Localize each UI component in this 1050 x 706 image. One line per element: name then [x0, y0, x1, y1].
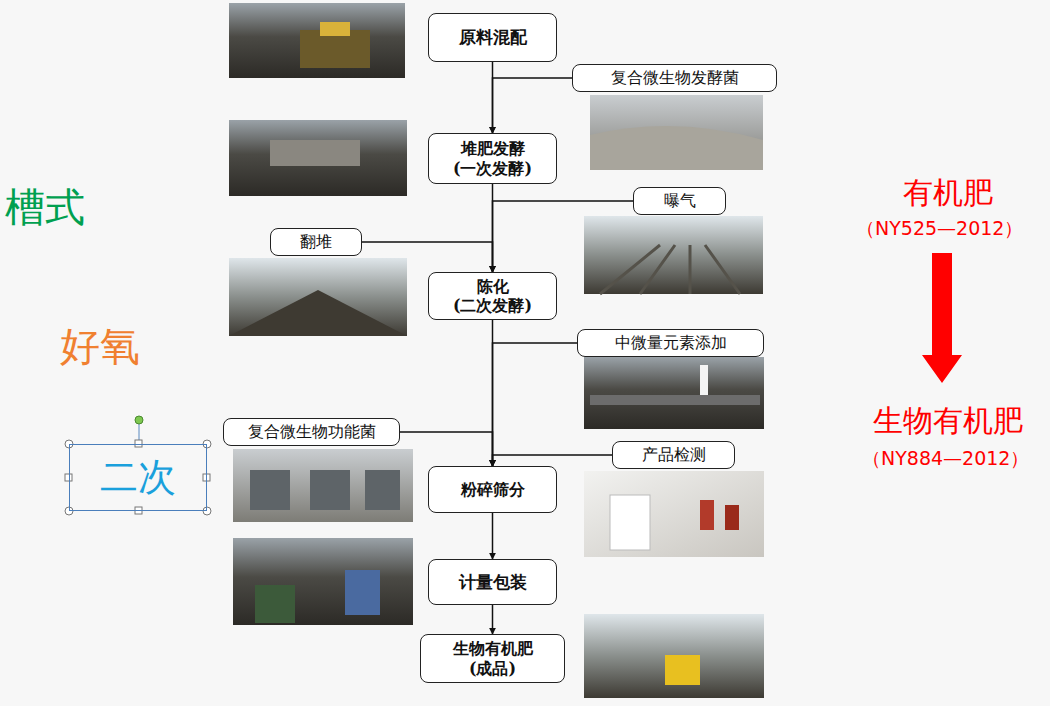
- process-box: 生物有机肥(成品): [420, 634, 565, 683]
- input-box: 翻堆: [270, 228, 362, 256]
- process-type: 好氧: [60, 322, 140, 370]
- box-text: 曝气: [664, 191, 696, 210]
- flow-arrow: [493, 455, 613, 466]
- standard-code: （NY884—2012）: [862, 447, 1029, 470]
- box-text: 生物有机肥: [453, 639, 533, 658]
- photo-inoculant: [590, 95, 763, 170]
- box-text: 原料混配: [459, 27, 527, 47]
- red-down-arrow: [922, 253, 962, 383]
- box-subtext: (一次发酵): [453, 159, 532, 178]
- flow-arrow: [493, 343, 578, 466]
- box-text: 粉碎筛分: [461, 480, 525, 499]
- box-text: 中微量元素添加: [615, 333, 727, 352]
- box-text: 产品检测: [642, 445, 706, 464]
- selection-handles: [65, 416, 211, 515]
- input-box: 复合微生物发酵菌: [572, 64, 777, 92]
- photo-aeration-trough: [584, 216, 763, 294]
- box-text: 陈化: [477, 277, 509, 296]
- flow-arrow: [492, 513, 494, 559]
- input-box: 曝气: [633, 187, 726, 215]
- box-subtext: (二次发酵): [453, 296, 532, 315]
- photo-conveyor: [584, 357, 764, 429]
- text-box: 二次: [69, 444, 207, 511]
- flow-arrow: [493, 201, 634, 272]
- standard-name: 有机肥: [903, 175, 993, 211]
- process-box: 陈化(二次发酵): [428, 272, 557, 320]
- process-type: 槽式: [5, 183, 85, 231]
- flow-arrow: [362, 242, 493, 272]
- box-text: 翻堆: [300, 232, 332, 251]
- standard-name: 生物有机肥: [873, 403, 1023, 439]
- input-box: 中微量元素添加: [577, 329, 764, 357]
- photo-laboratory: [584, 471, 764, 557]
- box-text: 复合微生物发酵菌: [611, 68, 739, 87]
- box-text: 堆肥发酵: [461, 139, 525, 158]
- input-box: 复合微生物功能菌: [223, 418, 400, 446]
- flow-arrow: [493, 78, 573, 133]
- box-text: 复合微生物功能菌: [248, 422, 376, 441]
- box-text: 二次: [100, 455, 176, 501]
- box-subtext: (成品): [469, 659, 516, 678]
- process-box: 粉碎筛分: [428, 466, 557, 513]
- photo-mixing-tanks: [233, 449, 413, 522]
- flow-arrow: [492, 605, 494, 634]
- process-box: 原料混配: [428, 13, 557, 62]
- photo-aging-hall: [229, 258, 407, 336]
- photo-warehouse-loader: [229, 3, 405, 78]
- flow-arrow: [400, 432, 493, 466]
- process-box: 堆肥发酵(一次发酵): [428, 133, 557, 184]
- photo-turning-machine: [229, 120, 407, 196]
- photo-packing: [233, 538, 413, 625]
- photo-warehouse-forklift: [584, 614, 764, 698]
- input-box: 产品检测: [612, 441, 735, 469]
- process-box: 计量包装: [428, 559, 557, 605]
- standard-code: （NY525—2012）: [856, 217, 1023, 240]
- box-text: 计量包装: [459, 572, 527, 592]
